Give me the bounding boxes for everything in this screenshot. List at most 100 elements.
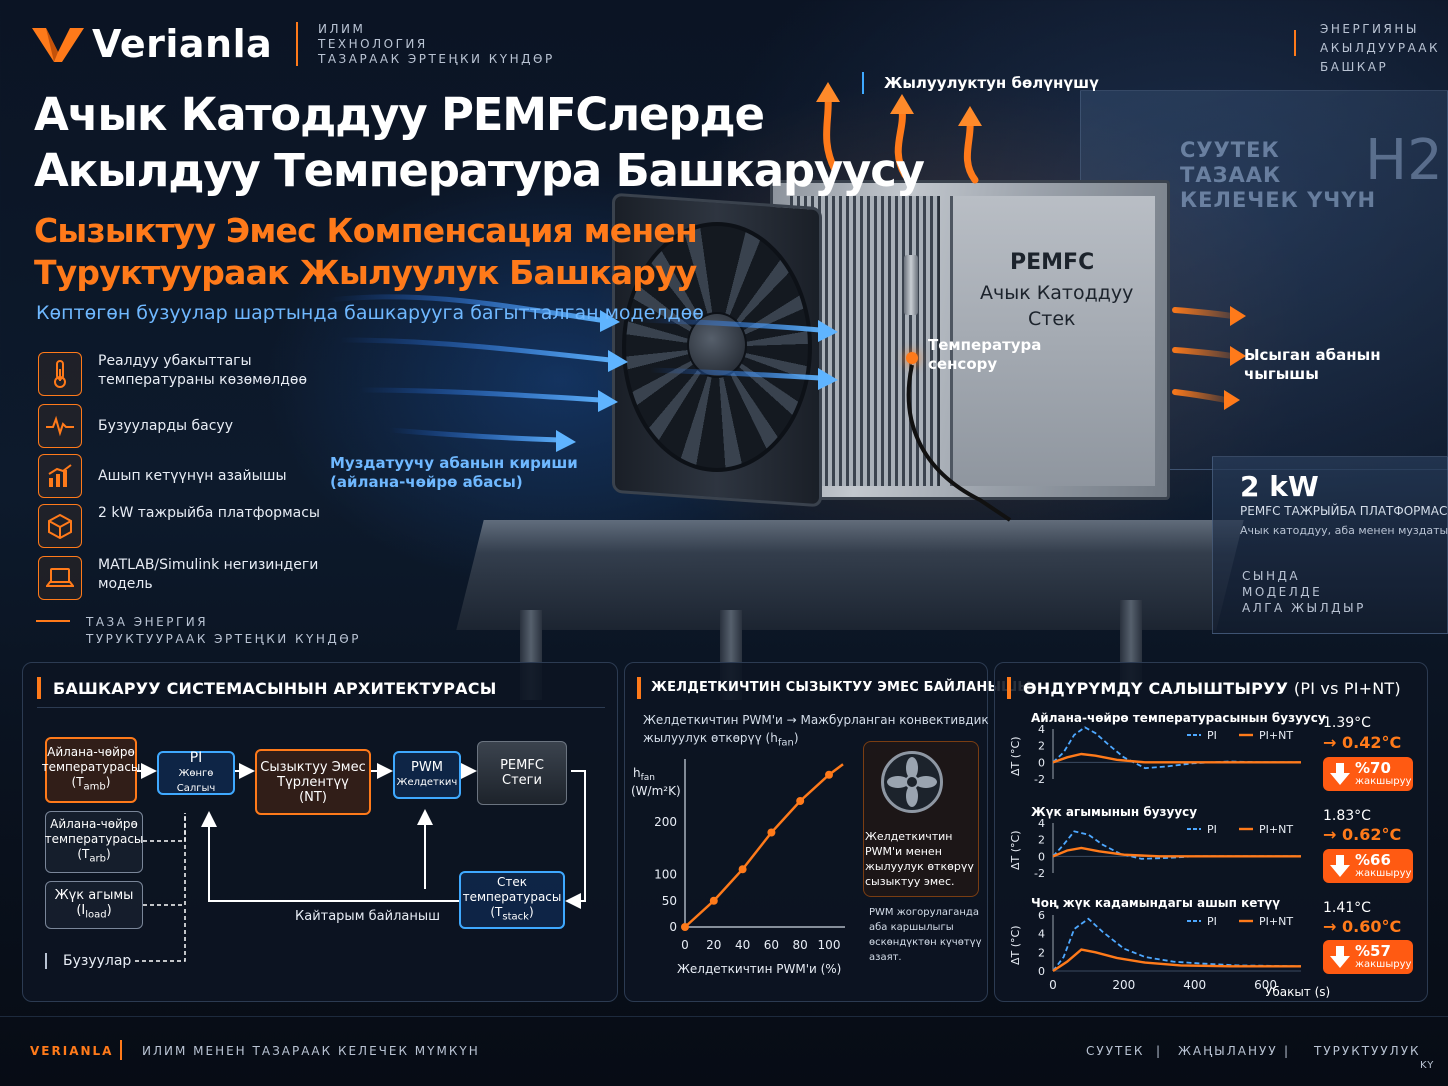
- chart-axes: [684, 759, 845, 928]
- data-point: [796, 797, 805, 805]
- y-tick-label: 2: [1038, 834, 1045, 847]
- stack-label-cathode: Ачык Катоддуу: [980, 282, 1134, 304]
- panel-title: ӨНДҮРҮМДҮ САЛЫШТЫРУУ (PI vs PI+NT): [1023, 679, 1401, 698]
- pi-value: 1.83°C: [1323, 808, 1371, 824]
- ambient-temperature-disturbance-box: Айлана-чөйрө температурасы (Tarb): [45, 811, 143, 873]
- temperature-sensor-label: Температура сенсору: [928, 336, 1042, 373]
- panel-description: Желдеткичтин PWM'и → Мажбурланган конвек…: [643, 713, 989, 749]
- data-point: [767, 828, 776, 837]
- time-axis-label: Убакыт (s): [1265, 985, 1331, 999]
- cube-icon: [38, 504, 82, 548]
- data-point: [738, 865, 747, 874]
- feature-item: 2 kW тажрыйба платформасы: [38, 504, 328, 548]
- top-right-slogan: ЭНЕРГИЯНЫ АКЫЛДУУРААК БАШКАР: [1320, 22, 1441, 74]
- pinit-series-line: [1052, 846, 1301, 858]
- pinit-value: → 0.42°C: [1323, 733, 1402, 752]
- fan-nonlinearity-panel: ЖЕЛДЕТКИЧТИН СЫЗЫКТУУ ЭМЕС БАЙЛАНЫШЫ Жел…: [624, 662, 1031, 1002]
- platform-description: Ачык катоддуу, аба менен муздатылуучу: [1240, 524, 1448, 537]
- fan-note-detail: PWM жогорулаганда аба каршылыгы өскөндүк…: [869, 907, 982, 963]
- pi-controller-box: PI Жөнгө Салгыч: [157, 750, 235, 795]
- y-tick-label: 50: [662, 894, 677, 908]
- control-architecture-panel: БАШКАРУУ СИСТЕМАСЫНЫН АРХИТЕКТУРАСЫ Айла…: [22, 662, 618, 1002]
- subtitle-line1: Сызыктуу Эмес Компенсация менен: [34, 211, 698, 250]
- pi-series-line: [1052, 917, 1302, 972]
- footer-sep: |: [1284, 1044, 1291, 1058]
- thermometer-icon: [38, 352, 82, 396]
- feature-item: Реалдуу убакыттагы температураны көзөмөл…: [38, 352, 328, 396]
- main-title-line1: Ачык Катоддуу PEMFCлерде: [34, 88, 765, 141]
- temperature-sensor: [904, 255, 918, 315]
- x-tick-label: 80: [793, 938, 808, 952]
- feedback-label: Кайтарым байланыш: [295, 909, 441, 924]
- data-point: [709, 896, 718, 905]
- series-line: [684, 763, 844, 928]
- series-points: [681, 770, 833, 931]
- footer-renewal: ЖАҢЫЛАНУУ: [1178, 1044, 1278, 1058]
- down-arrow-icon: [1330, 946, 1350, 968]
- load-current-box: Жүк агымы (Iload): [45, 881, 143, 929]
- clean-energy-slogan: ТАЗА ЭНЕРГИЯ ТУРУКТУУРААК ЭРТЕҢКИ КҮНДӨР: [86, 615, 361, 646]
- y-axis-label: ΔT (°C): [1009, 736, 1022, 776]
- footer-brand: VERIANLA: [30, 1044, 114, 1058]
- chart-title: Чоң жүк кадамындагы ашып кетүү: [1031, 896, 1281, 910]
- pinit-series-line: [1052, 752, 1301, 764]
- x-tick-label: 0: [681, 938, 689, 952]
- y-axis-label: hfan: [633, 766, 655, 783]
- airflow-arrows: [327, 82, 1246, 522]
- feature-item: Бузууларды басуу: [38, 404, 328, 448]
- y-tick-label: 4: [1038, 723, 1045, 736]
- pinit-value: → 0.62°C: [1323, 825, 1402, 844]
- x-tick-label: 100: [818, 938, 841, 952]
- legend-pinit-label: PI+NT: [1259, 729, 1293, 742]
- tagline: ИЛИМ ТЕХНОЛОГИЯ ТАЗАРААК ЭРТЕҢКИ КҮНДӨР: [318, 22, 555, 66]
- stack-front-plate: [950, 196, 1155, 486]
- feature-item: Ашып кетүүнүн азайышы: [38, 454, 328, 498]
- legend-pi-label: PI: [1207, 915, 1217, 928]
- footer-divider-mark: [120, 1040, 122, 1060]
- y-tick-label: 0: [669, 920, 677, 934]
- top-right-divider: [1294, 30, 1296, 56]
- subtitle-description: Көптөгөн бузуулар шартында башкарууга ба…: [36, 302, 704, 324]
- footer-motto: ИЛИМ МЕНЕН ТАЗАРААК КЕЛЕЧЕК МҮМКҮН: [142, 1044, 480, 1058]
- legend-pinit-label: PI+NT: [1259, 823, 1293, 836]
- y-tick-label: -2: [1034, 773, 1045, 786]
- clean-energy-marker: [36, 620, 70, 622]
- performance-comparison-panel: ӨНДҮРҮМДҮ САЛЫШТЫРУУ (PI vs PI+NT) -2 0 2 4…: [994, 662, 1428, 1002]
- y-axis-label: ΔT (°C): [1009, 925, 1022, 965]
- x-tick-label: 60: [764, 938, 779, 952]
- hot-air-outlet-label: Ысыган абанын чыгышы: [1244, 346, 1381, 383]
- y-tick-label: 100: [654, 868, 677, 882]
- laptop-icon: [38, 556, 82, 600]
- logo-divider: [296, 22, 298, 66]
- x-tick-label: 20: [706, 938, 721, 952]
- platform-title: PEMFC ТАЖРЫЙБА ПЛАТФОРМАСЫ: [1240, 504, 1448, 518]
- chart-title: Жүк агымынын бузуусу: [1031, 805, 1198, 819]
- pulse-icon: [38, 404, 82, 448]
- feature-item: MATLAB/Simulink негизиндеги модель: [38, 556, 328, 600]
- stack-temperature-box: Стек температурасы (Tstack): [459, 871, 565, 929]
- footer-stability: ТУРУКТУУЛУК: [1314, 1044, 1421, 1058]
- x-tick-labels: 0 20 40 60 80 100: [681, 938, 840, 952]
- architecture-connectors: [135, 763, 586, 962]
- panel-title: БАШКАРУУ СИСТЕМАСЫНЫН АРХИТЕКТУРАСЫ: [53, 679, 497, 698]
- h2-symbol: H2: [1365, 128, 1443, 193]
- y-tick-label: 0: [1038, 965, 1045, 978]
- improvement-badge: %57 жакшыруу: [1323, 940, 1413, 974]
- y-axis-unit: (W/m²K): [631, 784, 681, 798]
- sensor-point-icon: [906, 352, 918, 364]
- x-tick-label: 400: [1183, 978, 1206, 992]
- pemfc-stack-box: PEMFC Стеги: [477, 741, 567, 805]
- data-point: [681, 923, 689, 931]
- main-title-line2: Акылдуу Температура Башкаруусу: [34, 144, 925, 197]
- down-arrow-icon: [1330, 855, 1350, 877]
- hydrogen-slogan: СУУТЕК ТАЗААК КЕЛЕЧЕК ҮЧҮН: [1180, 138, 1377, 212]
- y-tick-label: 4: [1038, 817, 1045, 830]
- brand-name: Verianla: [92, 22, 273, 66]
- x-tick-label: 40: [735, 938, 750, 952]
- x-tick-label: 200: [1112, 978, 1135, 992]
- y-tick-label: 0: [1038, 850, 1045, 863]
- fan-icon: [881, 751, 943, 813]
- y-tick-label: 0: [1038, 756, 1045, 769]
- pi-series-line: [1052, 726, 1301, 770]
